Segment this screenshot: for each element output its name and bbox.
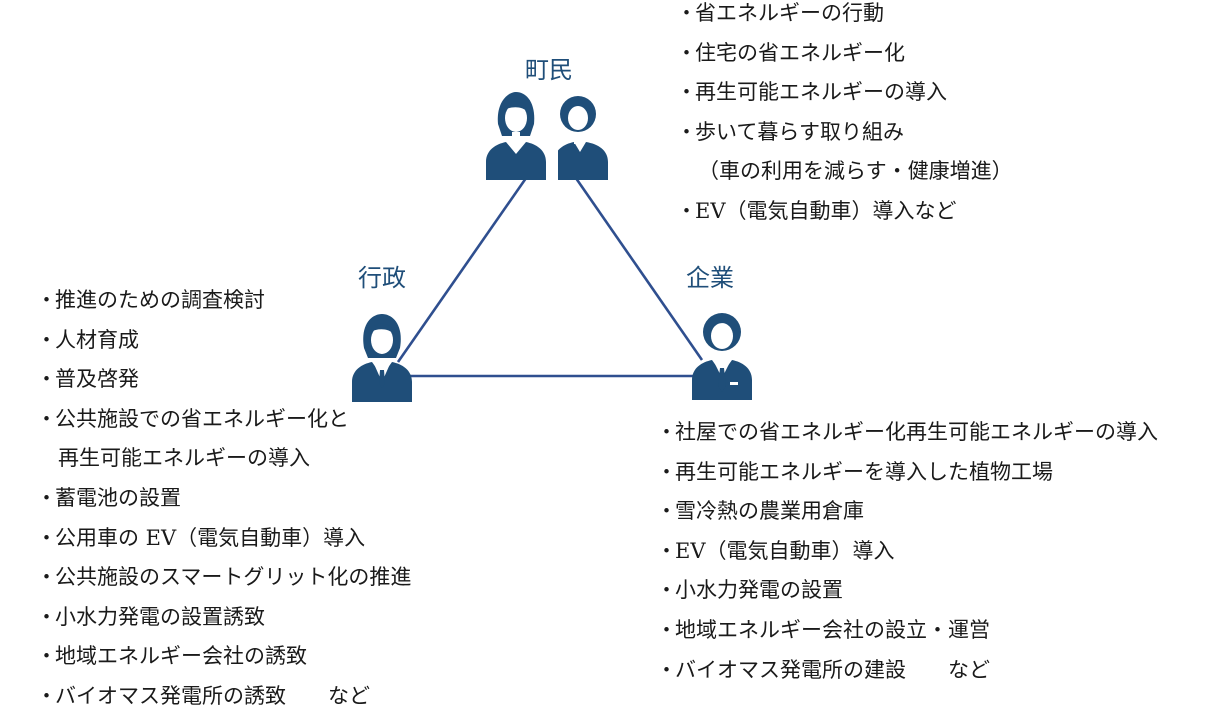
government-action-text: 普及啓発 [55, 367, 139, 392]
residents-action-text: 住宅の省エネルギー化 [695, 40, 905, 65]
government-action-item: ・蓄電池の設置 [36, 479, 411, 519]
business-action-item: ・社屋での省エネルギー化再生可能エネルギーの導入 [656, 413, 1158, 453]
business-action-text: 社屋での省エネルギー化再生可能エネルギーの導入 [675, 420, 1158, 444]
residents-action-text: 省エネルギーの行動 [695, 1, 884, 25]
business-action-text: 地域エネルギー会社の設立・運営 [675, 617, 990, 642]
bullet-mark: ・ [36, 406, 57, 431]
bullet-mark: ・ [656, 578, 677, 603]
government-action-text: 公共施設のスマートグリット化の推進 [55, 565, 412, 590]
bullet-mark: ・ [676, 198, 697, 223]
government-action-item: ・小水力発電の設置誘致 [36, 598, 411, 638]
bullet-mark: ・ [656, 538, 677, 563]
line-residents-business [560, 157, 704, 361]
government-action-text: 公共施設での省エネルギー化と [55, 406, 349, 431]
residents-action-text: 再生可能エネルギーの導入 [695, 80, 947, 105]
business-action-text: 雪冷熱の農業用倉庫 [675, 499, 864, 524]
business-action-text: 小水力発電の設置 [675, 578, 843, 603]
residents-actions-list: ・省エネルギーの行動・住宅の省エネルギー化・再生可能エネルギーの導入・歩いて暮ら… [676, 0, 1013, 232]
business-action-item: ・再生可能エネルギーを導入した植物工場 [656, 453, 1158, 493]
government-action-text: 蓄電池の設置 [55, 485, 181, 510]
bullet-mark: ・ [676, 80, 697, 105]
bullet-mark: ・ [36, 367, 57, 392]
government-action-text: 人材育成 [55, 327, 139, 352]
government-action-text: 再生可能エネルギーの導入 [58, 446, 310, 471]
residents-action-text: 歩いて暮らす取り組み [695, 119, 904, 144]
business-actions-list: ・社屋での省エネルギー化再生可能エネルギーの導入・再生可能エネルギーを導入した植… [656, 413, 1158, 690]
government-actions-list: ・推進のための調査検討・人材育成・普及啓発・公共施設での省エネルギー化と再生可能… [36, 281, 411, 717]
business-action-item: ・小水力発電の設置 [656, 571, 1158, 611]
business-label: 企業 [686, 264, 734, 292]
government-action-text: 地域エネルギー会社の誘致 [55, 644, 307, 669]
government-action-text: 推進のための調査検討 [55, 288, 265, 312]
bullet-mark: ・ [36, 288, 57, 312]
residents-label: 町民 [525, 56, 573, 84]
government-label: 行政 [358, 264, 406, 292]
bullet-mark: ・ [656, 459, 677, 484]
government-action-item: 再生可能エネルギーの導入 [36, 439, 411, 479]
government-action-item: ・公用車の EV（電気自動車）導入 [36, 519, 411, 559]
bullet-mark: ・ [36, 604, 57, 629]
line-residents-government [396, 157, 542, 363]
government-action-item: ・人材育成 [36, 321, 411, 361]
businessman-icon [692, 313, 752, 400]
bullet-mark: ・ [36, 525, 57, 550]
government-action-item: ・バイオマス発電所の誘致 など [36, 677, 411, 717]
bullet-mark: ・ [656, 657, 677, 682]
residents-action-item: ・再生可能エネルギーの導入 [676, 73, 1013, 113]
residents-action-item: ・住宅の省エネルギー化 [676, 34, 1013, 74]
business-action-item: ・雪冷熱の農業用倉庫 [656, 492, 1158, 532]
government-action-text: 小水力発電の設置誘致 [55, 604, 265, 629]
bullet-mark: ・ [36, 327, 57, 352]
residents-action-item: ・省エネルギーの行動 [676, 0, 1013, 34]
residents-action-item: ・歩いて暮らす取り組み [676, 113, 1013, 153]
government-action-item: ・公共施設での省エネルギー化と [36, 400, 411, 440]
residents-action-item: （車の利用を減らす・健康増進） [676, 152, 1013, 192]
bullet-mark: ・ [36, 565, 57, 590]
government-action-text: 公用車の EV（電気自動車）導入 [55, 525, 366, 550]
bullet-mark: ・ [656, 617, 677, 642]
government-action-text: バイオマス発電所の誘致 など [55, 683, 370, 708]
bullet-mark: ・ [36, 683, 57, 708]
bullet-mark: ・ [656, 499, 677, 524]
government-action-item: ・公共施設のスマートグリット化の推進 [36, 558, 411, 598]
business-action-text: 再生可能エネルギーを導入した植物工場 [675, 459, 1053, 484]
bullet-mark: ・ [656, 420, 677, 444]
government-action-item: ・地域エネルギー会社の誘致 [36, 637, 411, 677]
residents-action-item: ・EV（電気自動車）導入など [676, 192, 1013, 232]
business-action-text: EV（電気自動車）導入 [675, 538, 895, 563]
bullet-mark: ・ [36, 644, 57, 669]
government-action-item: ・推進のための調査検討 [36, 281, 411, 321]
business-action-item: ・EV（電気自動車）導入 [656, 532, 1158, 572]
bullet-mark: ・ [676, 1, 697, 25]
bullet-mark: ・ [676, 119, 697, 144]
business-action-item: ・バイオマス発電所の建設 など [656, 651, 1158, 691]
government-staff-icon [352, 314, 412, 402]
bullet-mark: ・ [36, 485, 57, 510]
residents-action-text: EV（電気自動車）導入など [695, 198, 957, 223]
residents-action-text: （車の利用を減らす・健康増進） [698, 159, 1013, 184]
government-action-item: ・普及啓発 [36, 360, 411, 400]
business-action-text: バイオマス発電所の建設 など [675, 657, 990, 682]
bullet-mark: ・ [676, 40, 697, 65]
residents-icon [486, 92, 608, 180]
business-action-item: ・地域エネルギー会社の設立・運営 [656, 611, 1158, 651]
